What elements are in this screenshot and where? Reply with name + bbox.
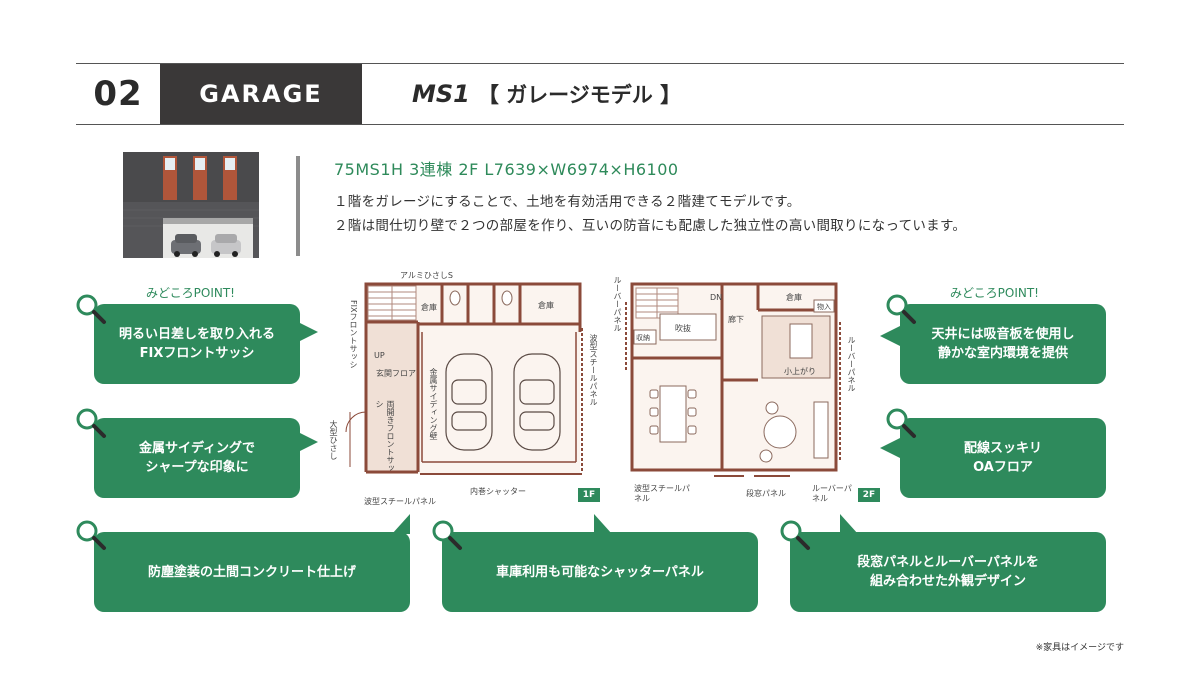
label-genkan: 玄関フロア — [376, 368, 416, 378]
header-top-rule — [76, 63, 1124, 64]
bubble-text: 明るい日差しを取り入れる — [118, 327, 275, 342]
label-shutter: 内巻シャッター — [470, 486, 526, 496]
point-title-left: みどころPOINT! — [146, 286, 235, 300]
label-louver-right: ルーバーパネル — [847, 336, 856, 392]
label-louver-topleft: ルーバーパネル — [613, 276, 622, 332]
label-storage-2: 倉庫 — [538, 300, 554, 310]
bubble-text: FIXフロントサッシ — [139, 346, 255, 361]
magnifier-icon — [780, 520, 810, 550]
label-koagari: 小上がり — [784, 366, 816, 376]
bubble-tail — [298, 322, 318, 342]
point-bubble-shutter: 車庫利用も可能なシャッターパネル — [442, 532, 758, 612]
bubble-tail — [880, 438, 900, 458]
model-spec: 75MS1H 3連棟 2F L7639×W6974×H6100 — [334, 160, 679, 179]
model-title: MS1 【 ガレージモデル 】 — [412, 76, 681, 112]
section-label: GARAGE — [160, 64, 362, 124]
point-bubble-metal-siding: 金属サイディングでシャープな印象に — [94, 418, 300, 498]
bubble-text: 静かな室内環境を提供 — [937, 346, 1068, 361]
label-dn: DN — [710, 293, 722, 302]
label-monoire: 物入 — [817, 302, 831, 311]
magnifier-icon — [76, 408, 106, 438]
label-alumi-hisashi: アルミひさしS — [400, 271, 453, 280]
magnifier-icon — [76, 294, 106, 324]
bubble-text: 段窓パネルとルーバーパネルを — [857, 555, 1039, 570]
label-roka: 廊下 — [728, 314, 744, 324]
point-bubble-concrete: 防塵塗装の土間コンクリート仕上げ — [94, 532, 410, 612]
bubble-tail — [594, 514, 612, 534]
bubble-text: 組み合わせた外観デザイン — [869, 574, 1026, 589]
label-fukinuke: 吹抜 — [675, 323, 691, 333]
model-code: MS1 — [412, 80, 470, 108]
bubble-text: 天井には吸音板を使用し — [931, 327, 1075, 342]
bubble-text: 金属サイディングで — [138, 441, 256, 456]
bubble-text: 車庫利用も可能なシャッターパネル — [496, 564, 704, 580]
label-corrugated-right: 波型スチールパネル — [589, 334, 598, 406]
label-large-hisashi: 大型ひさし — [329, 420, 338, 460]
label-metal-siding: 金属サイディング壁 — [429, 368, 438, 440]
furniture-note: ※家具はイメージです — [1035, 643, 1124, 653]
point-title-right: みどころPOINT! — [950, 286, 1039, 300]
bubble-text: 防塵塗装の土間コンクリート仕上げ — [147, 564, 356, 580]
floor-plan-1f: アルミひさしS 倉庫 倉庫 UP 玄関フロア 波型スチールパネル 内巻シャッター — [345, 271, 583, 506]
magnifier-icon — [432, 520, 462, 550]
label-storage: 倉庫 — [786, 292, 802, 302]
bubble-text: シャープな印象に — [145, 460, 249, 475]
point-bubble-exterior-design: 段窓パネルとルーバーパネルを組み合わせた外観デザイン — [790, 532, 1106, 612]
point-bubble-sound-ceiling: 天井には吸音板を使用し静かな室内環境を提供 — [900, 304, 1106, 384]
magnifier-icon — [76, 520, 106, 550]
bubble-tail — [880, 326, 900, 346]
label-shuno: 収納 — [636, 333, 650, 342]
exterior-thumbnail — [123, 152, 259, 258]
label-louver-bottom: ルーバーパネル — [812, 484, 852, 503]
magnifier-icon — [886, 408, 916, 438]
header-bottom-rule — [76, 124, 1124, 125]
bubble-tail — [392, 514, 410, 534]
point-bubble-oa-floor: 配線スッキリ OAフロア — [900, 418, 1106, 498]
label-storage-1: 倉庫 — [421, 302, 437, 312]
label-danmado: 段窓パネル — [746, 488, 786, 498]
label-ryobiraki-sash: 両開きフロントサッシ — [375, 400, 395, 472]
floor-tag-2f: 2F — [858, 488, 880, 502]
section-number: 02 — [93, 74, 143, 114]
label-up: UP — [374, 351, 385, 360]
bubble-tail — [298, 432, 318, 452]
label-corrugated-2f: 波型スチールパネル — [634, 484, 690, 503]
magnifier-icon — [886, 294, 916, 324]
label-corrugated-bottom: 波型スチールパネル — [364, 496, 436, 506]
bubble-tail — [840, 514, 858, 534]
bubble-text: 配線スッキリ — [963, 441, 1042, 456]
bubble-text: OAフロア — [973, 460, 1033, 475]
floor-plan-2f: DN 倉庫 物入 吹抜 収納 廊下 小上がり 段窓パネル — [625, 282, 841, 498]
label-fix-sash: FIXフロントサッシ — [349, 300, 358, 369]
intro-line-2: ２階は間仕切り壁で２つの部屋を作り、互いの防音にも配慮した独立性の高い間取りにな… — [334, 218, 967, 234]
point-bubble-fix-sash: 明るい日差しを取り入れる FIXフロントサッシ — [94, 304, 300, 384]
model-name: 【 ガレージモデル 】 — [477, 83, 682, 107]
floor-tag-1f: 1F — [578, 488, 600, 502]
intro-line-1: １階をガレージにすることで、土地を有効活用できる２階建てモデルです。 — [334, 194, 801, 210]
intro-divider — [296, 156, 300, 256]
